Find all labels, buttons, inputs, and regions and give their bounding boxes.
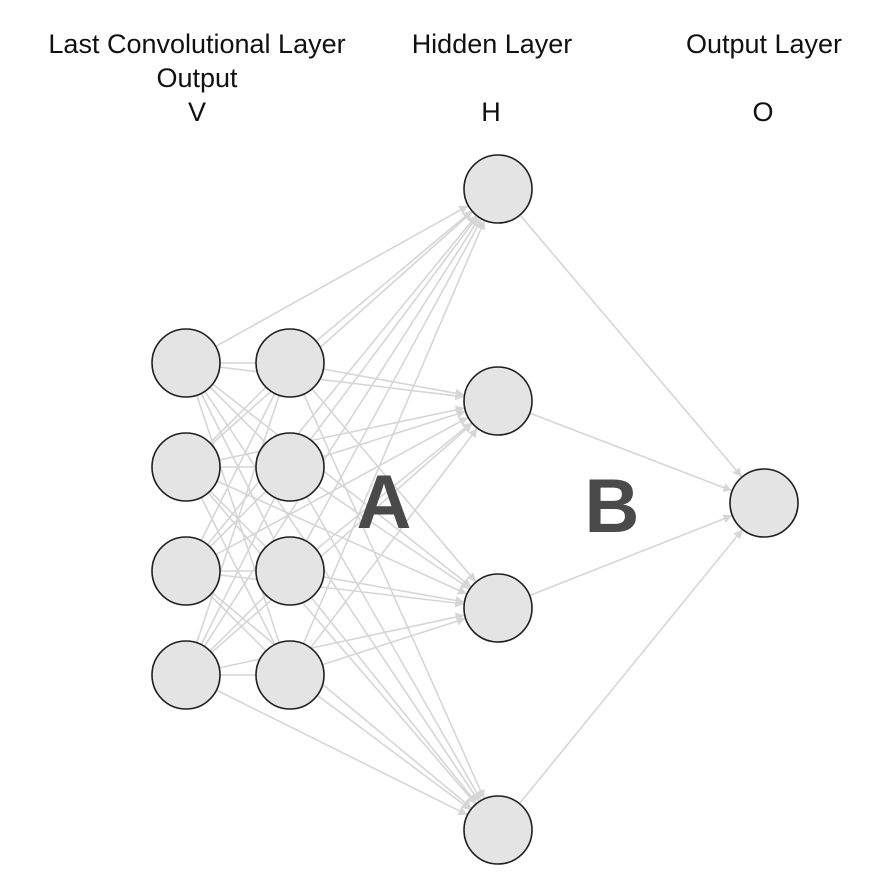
nodes — [151, 154, 799, 865]
weight-a-connection — [315, 210, 472, 342]
output-layer-title: Output Layer — [685, 29, 843, 59]
connections — [195, 205, 743, 816]
weight-a-connection — [310, 597, 477, 804]
hidden-node — [463, 573, 533, 643]
hidden-node — [463, 795, 533, 865]
weight-a-connection — [216, 689, 468, 816]
weight-a-connection — [316, 694, 471, 810]
weight-a-connection — [323, 576, 465, 605]
input-node — [151, 640, 221, 710]
input-node — [255, 432, 325, 502]
output-layer-symbol: O — [752, 97, 774, 127]
weight-a-connection — [309, 216, 478, 441]
input-node — [255, 536, 325, 606]
hidden-node — [463, 154, 533, 224]
input-node — [151, 328, 221, 398]
input-node — [151, 536, 221, 606]
weight-a-connection — [212, 383, 472, 588]
input-layer-title-line2: Output — [156, 63, 238, 93]
weight-a-connection — [211, 423, 473, 654]
input-layer-title-line1: Last Convolutional Layer — [48, 29, 346, 59]
hidden-node — [463, 366, 533, 436]
weight-a-connection — [302, 220, 486, 645]
weight-a-connection — [305, 218, 482, 542]
weight-a-connection — [206, 215, 477, 546]
weight-label-a: A — [357, 460, 412, 545]
conv-connection — [209, 594, 267, 652]
weight-a-connection — [210, 211, 473, 445]
weight-a-connection — [311, 388, 476, 583]
weight-a-connection — [317, 485, 470, 590]
weight-a-connection — [322, 616, 466, 666]
weight-a-connection — [315, 422, 472, 551]
hidden-layer-title: Hidden Layer — [411, 29, 573, 59]
weight-a-connection — [216, 480, 467, 595]
conv-connection — [200, 497, 276, 645]
weight-a-connection — [215, 205, 469, 348]
conv-connection — [209, 386, 267, 444]
weight-a-connection — [207, 492, 476, 805]
input-layer-symbol: V — [187, 97, 206, 127]
weight-b-connection — [518, 529, 743, 805]
input-node — [151, 432, 221, 502]
weight-a-connection — [303, 393, 485, 799]
weight-a-connection — [211, 592, 472, 809]
weight-label-b: B — [585, 464, 640, 549]
output-node — [729, 468, 799, 538]
input-node — [255, 640, 325, 710]
weight-b-connection — [529, 412, 733, 492]
weight-a-connection — [204, 390, 480, 802]
input-layer-title: Last Convolutional Layer Output — [0, 27, 394, 95]
weight-a-connection — [306, 496, 482, 801]
weight-a-connection — [309, 428, 478, 649]
weight-b-connection — [529, 514, 733, 597]
weight-a-connection — [215, 417, 469, 556]
conv-connection — [195, 395, 281, 643]
input-node — [255, 328, 325, 398]
conv-connection — [200, 393, 276, 541]
weight-b-connection — [519, 214, 742, 477]
hidden-layer-symbol: H — [481, 97, 501, 127]
weight-a-connection — [203, 217, 480, 647]
